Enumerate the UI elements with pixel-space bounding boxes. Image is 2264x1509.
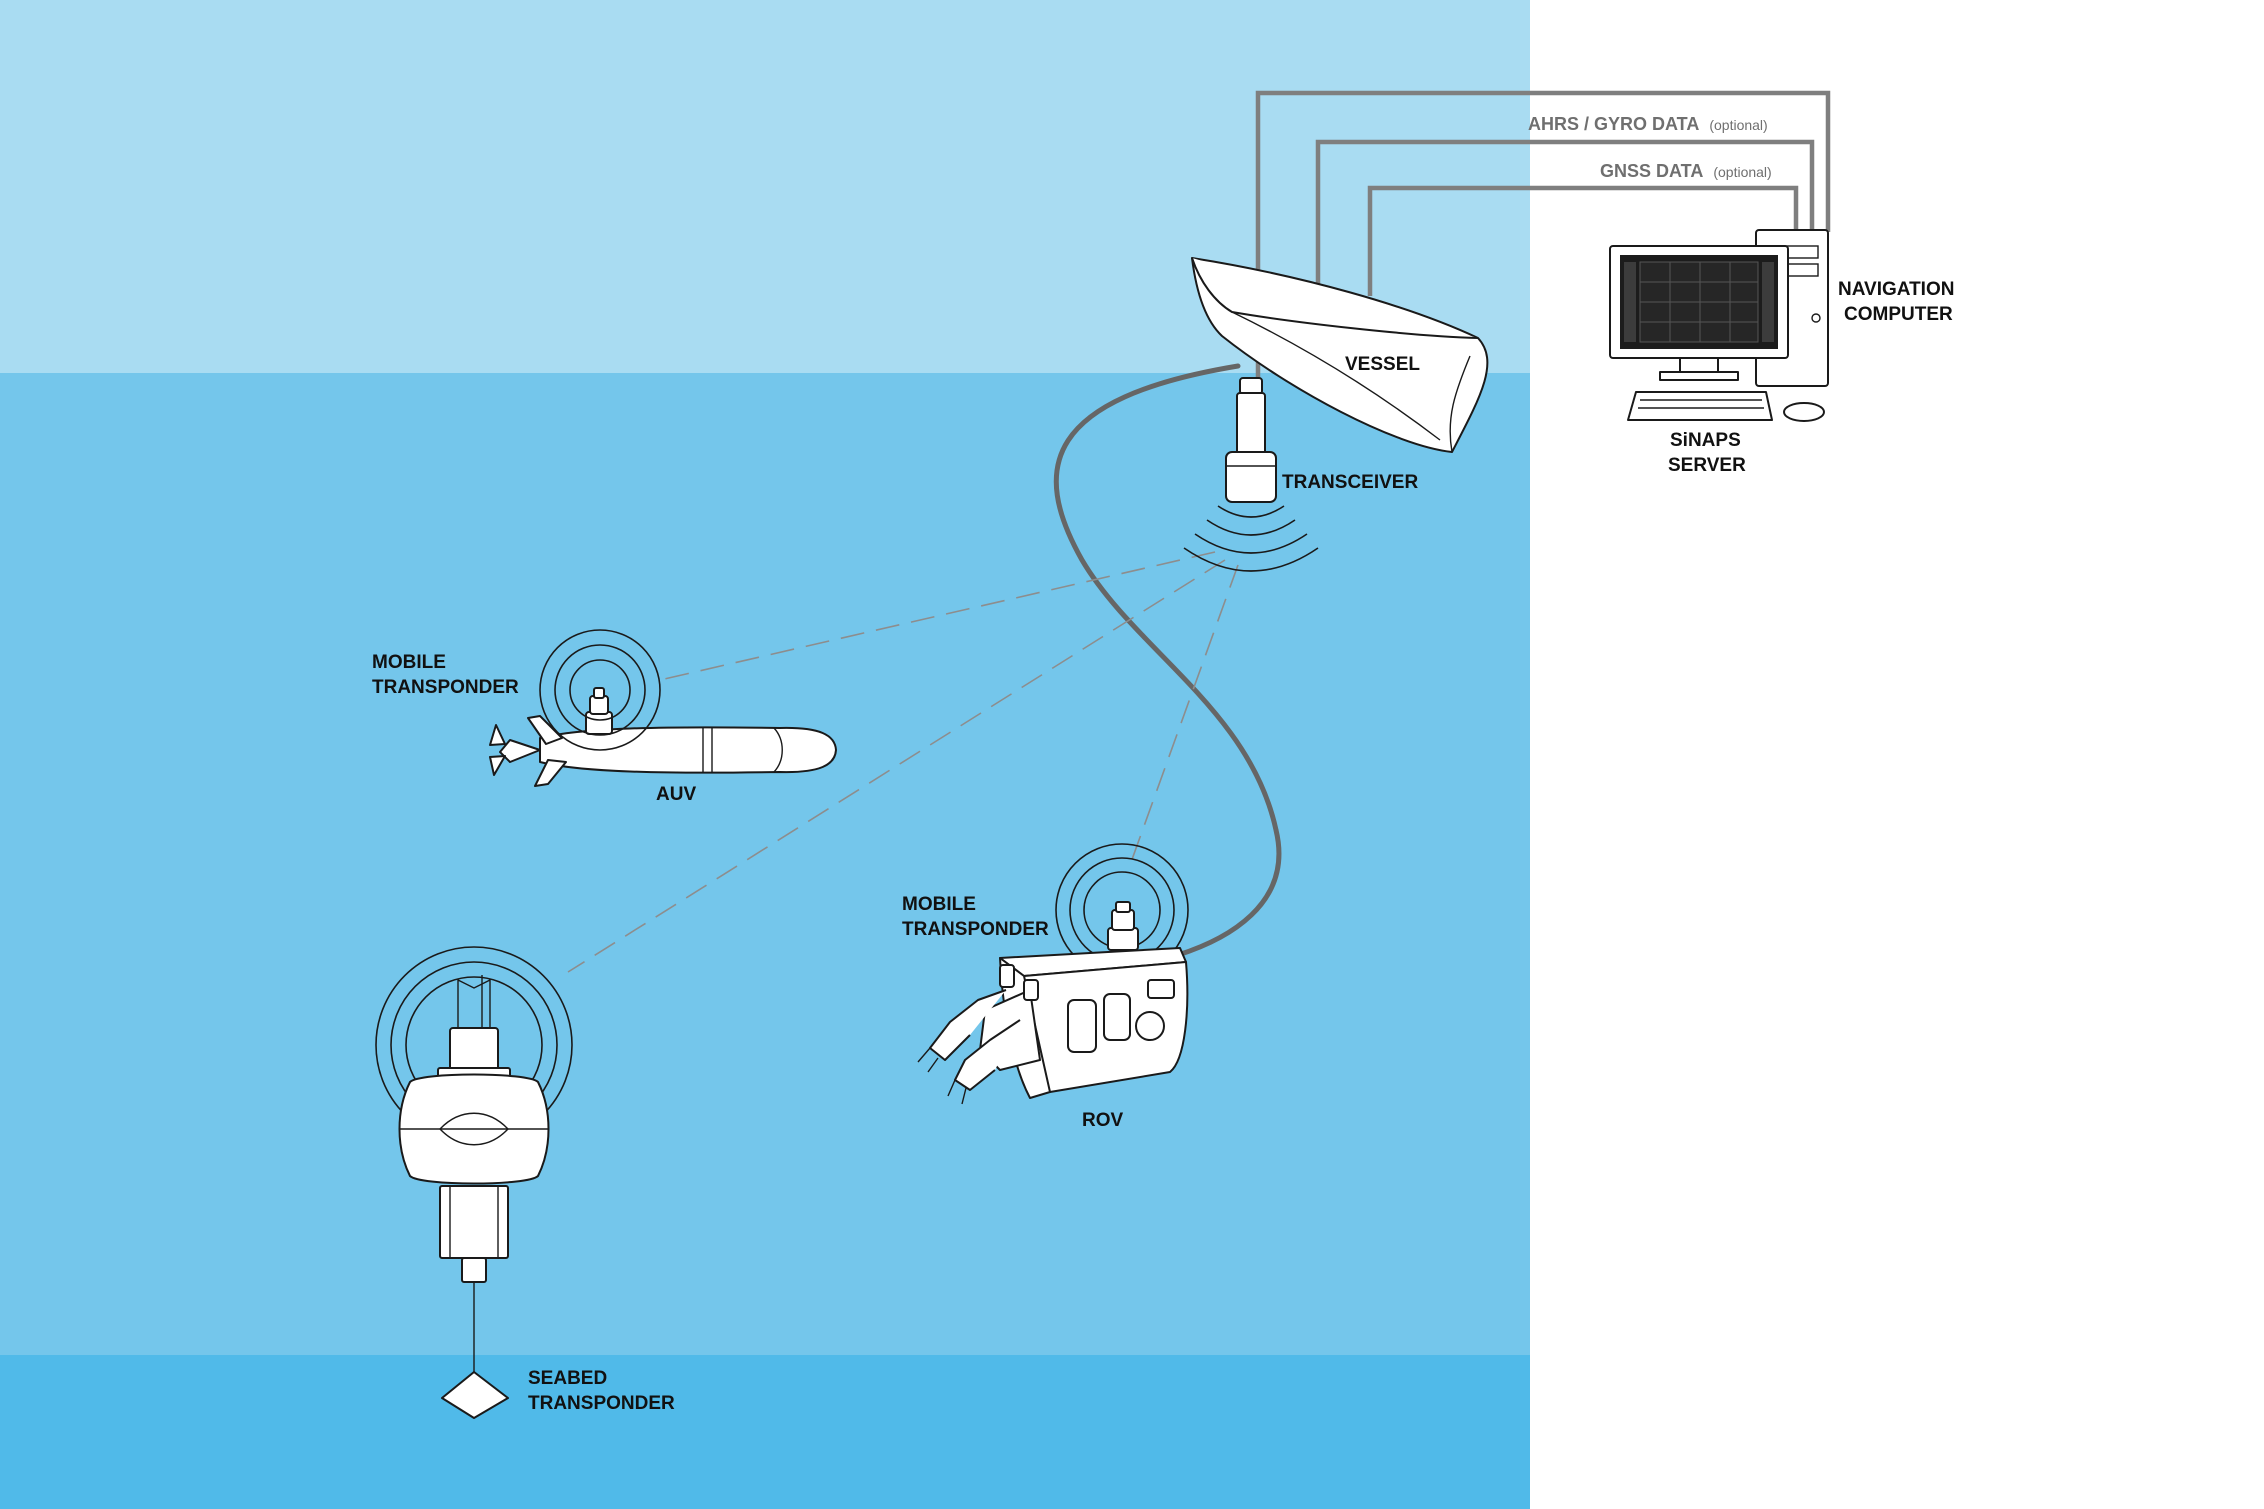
rov-transponder-label: MOBILE [902, 894, 976, 915]
acoustic-paths [567, 551, 1239, 973]
rov-label: ROV [1082, 1110, 1124, 1131]
navigation-computer-label-line2: COMPUTER [1844, 304, 1953, 325]
water-zone [0, 373, 1530, 1355]
acoustic-path-auv [659, 551, 1216, 681]
gnss-data-label: GNSS DATA (optional) [1600, 161, 1772, 181]
transceiver-label: TRANSCEIVER [1282, 472, 1418, 493]
vessel-label: VESSEL [1345, 354, 1420, 375]
auv-transponder-label: MOBILE [372, 652, 446, 673]
labels: VESSEL TRANSCEIVER AHRS / GYRO DATA (opt… [372, 114, 1954, 1414]
land-zone [1530, 0, 2264, 1509]
seabed-transponder-label: SEABED [528, 1368, 607, 1389]
seabed-transponder-label-line2: TRANSPONDER [528, 1393, 675, 1414]
seabed-zone [0, 1355, 1530, 1509]
sinaps-server-label-line2: SERVER [1668, 455, 1746, 476]
computer-icon [1609, 229, 1829, 422]
auv-transponder-label-line2: TRANSPONDER [372, 677, 519, 698]
sinaps-server-label: SiNAPS [1670, 430, 1741, 451]
ahrs-gyro-data-line [1315, 139, 1815, 290]
seabed-transponder-icon [375, 946, 573, 1378]
data-lines [1255, 90, 1831, 382]
auv-label: AUV [656, 784, 696, 805]
rov-transponder-label-line2: TRANSPONDER [902, 919, 1049, 940]
transceiver-data-line [1255, 90, 1831, 382]
navigation-computer-label: NAVIGATION [1838, 279, 1954, 300]
rov-umbilical-cable [1053, 363, 1282, 958]
ahrs-data-label: AHRS / GYRO DATA (optional) [1528, 114, 1768, 134]
acoustic-path-seabed [567, 559, 1226, 973]
transceiver-icon [1183, 377, 1319, 572]
auv-icon [489, 629, 837, 787]
gnss-data-line [1367, 185, 1799, 296]
vessel-icon [1191, 257, 1489, 453]
acoustic-path-rov [1129, 564, 1239, 866]
anchor-weight-icon [441, 1371, 509, 1419]
rov-icon [917, 843, 1189, 1105]
